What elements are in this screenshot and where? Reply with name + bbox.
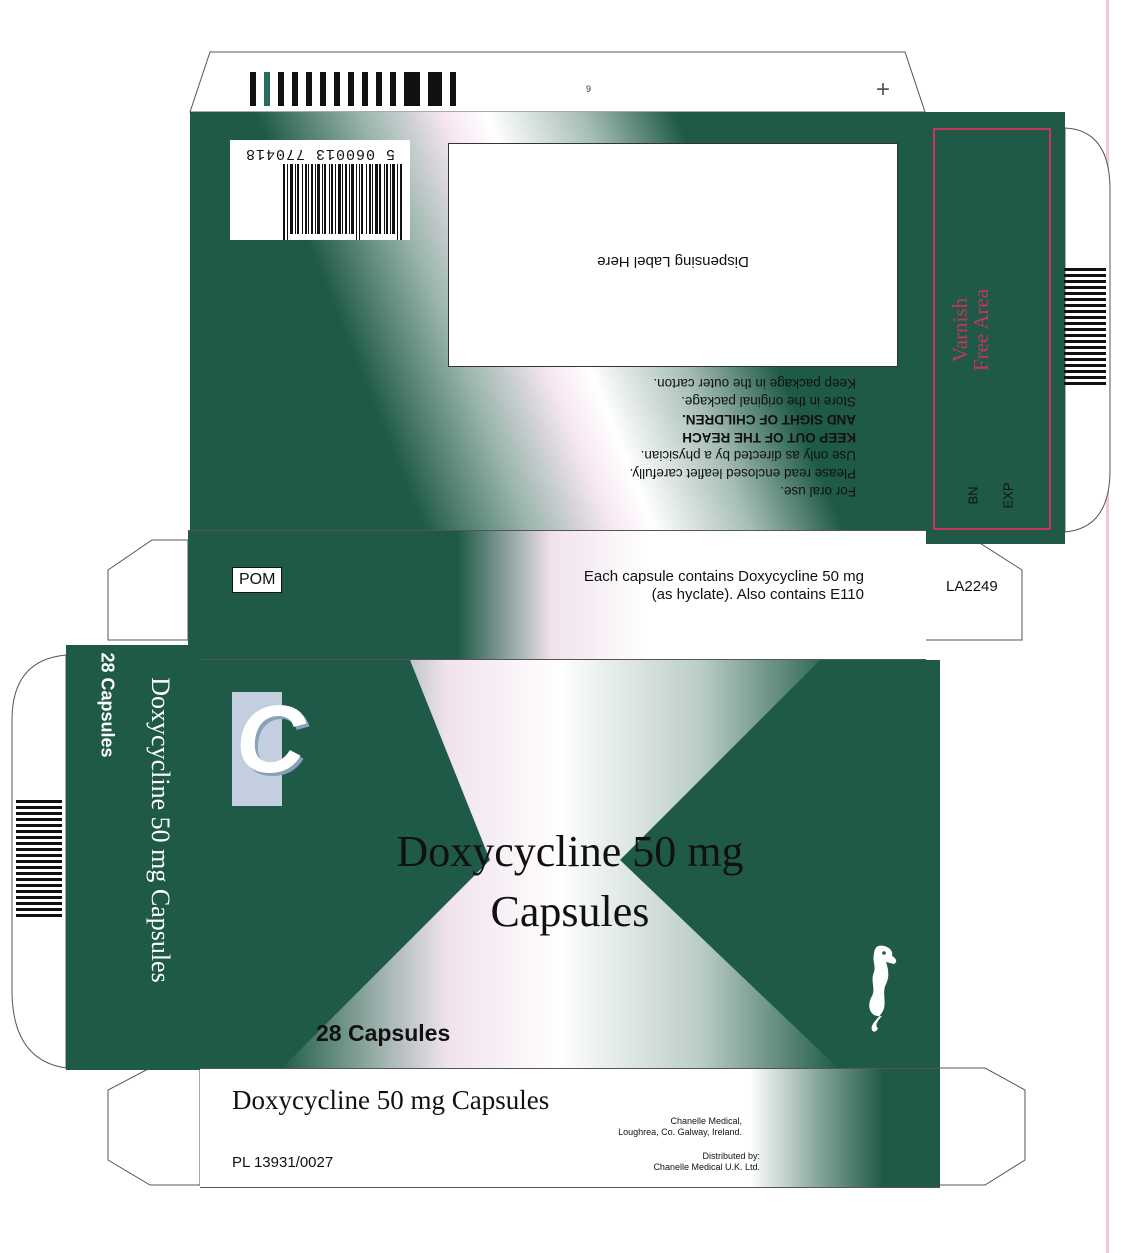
distributor-line2: Chanelle Medical U.K. Ltd. bbox=[653, 1162, 760, 1172]
distributor-line1: Distributed by: bbox=[702, 1151, 760, 1161]
pl-number: PL 13931/0027 bbox=[232, 1154, 334, 1171]
top-flap-mark: 9 bbox=[586, 84, 592, 94]
varnish-line2: Free Area bbox=[969, 288, 993, 372]
code-label: LA2249 bbox=[946, 578, 998, 595]
side-barcode-right bbox=[1064, 268, 1106, 386]
registration-mark: + bbox=[876, 76, 891, 103]
varnish-box bbox=[933, 128, 1051, 530]
varnish-panel bbox=[925, 112, 1065, 544]
varnish-line1: Varnish bbox=[948, 297, 972, 363]
contents-text: Each capsule contains Doxycycline 50 mg … bbox=[470, 568, 864, 604]
side-panel-count: 28 Capsules bbox=[97, 652, 118, 758]
manufacturer-line2: Loughrea, Co. Galway, Ireland. bbox=[618, 1127, 742, 1137]
barcode-number: 5 060013 770418 bbox=[244, 145, 396, 162]
product-title-line2: Capsules bbox=[490, 887, 650, 936]
varnish-text: Varnish Free Area bbox=[948, 250, 1010, 410]
middle-band bbox=[188, 530, 926, 660]
front-count: 28 Capsules bbox=[316, 1020, 451, 1046]
barcode-bars bbox=[283, 164, 402, 240]
warning-line: AND SIGHT OF CHILDREN. bbox=[682, 412, 856, 427]
side-panel-name: Doxycycline 50 mg Capsules bbox=[146, 677, 175, 983]
manufacturer-line1: Chanelle Medical, bbox=[670, 1116, 742, 1126]
bn-label: BN bbox=[965, 486, 981, 505]
side-barcode-left bbox=[16, 800, 62, 918]
contents-line1: Each capsule contains Doxycycline 50 mg bbox=[583, 568, 864, 585]
storage-line: Store in the original package. bbox=[681, 394, 856, 409]
distributor-info: Distributed by: Chanelle Medical U.K. Lt… bbox=[580, 1151, 760, 1173]
bottom-band bbox=[200, 1068, 940, 1188]
exp-label: EXP bbox=[1000, 482, 1016, 509]
dispensing-label-box: Dispensing Label Here bbox=[448, 143, 898, 367]
front-panel bbox=[200, 660, 940, 1070]
product-title: Doxycycline 50 mg Capsules bbox=[360, 822, 780, 942]
dispensing-label-text: Dispensing Label Here bbox=[597, 253, 749, 270]
brand-logo-letter: C bbox=[236, 686, 306, 793]
barcode: 5 060013 770418 bbox=[230, 140, 410, 240]
seahorse-icon bbox=[869, 945, 897, 1032]
back-instructions: For oral use. Please read enclosed leafl… bbox=[490, 374, 856, 500]
brand-logo bbox=[232, 692, 282, 806]
instruction-line: Please read enclosed leaflet carefully. bbox=[629, 466, 856, 481]
instruction-line: Use only as directed by a physician. bbox=[640, 448, 856, 463]
contents-line2: (as hyclate). Also contains E110 bbox=[651, 586, 864, 603]
instruction-line: For oral use. bbox=[780, 484, 856, 499]
warning-line: KEEP OUT OF THE REACH bbox=[682, 430, 856, 445]
product-title-line1: Doxycycline 50 mg bbox=[396, 827, 744, 876]
storage-line: Keep package in the outer carton. bbox=[653, 376, 856, 391]
top-flap-bars bbox=[250, 72, 456, 106]
pom-badge: POM bbox=[232, 567, 283, 593]
side-panel bbox=[66, 645, 201, 1070]
margin-line bbox=[1106, 0, 1109, 1253]
manufacturer-info: Chanelle Medical, Loughrea, Co. Galway, … bbox=[560, 1116, 742, 1138]
bottom-product-name: Doxycycline 50 mg Capsules bbox=[232, 1085, 550, 1115]
middle-band-border bbox=[188, 530, 926, 660]
